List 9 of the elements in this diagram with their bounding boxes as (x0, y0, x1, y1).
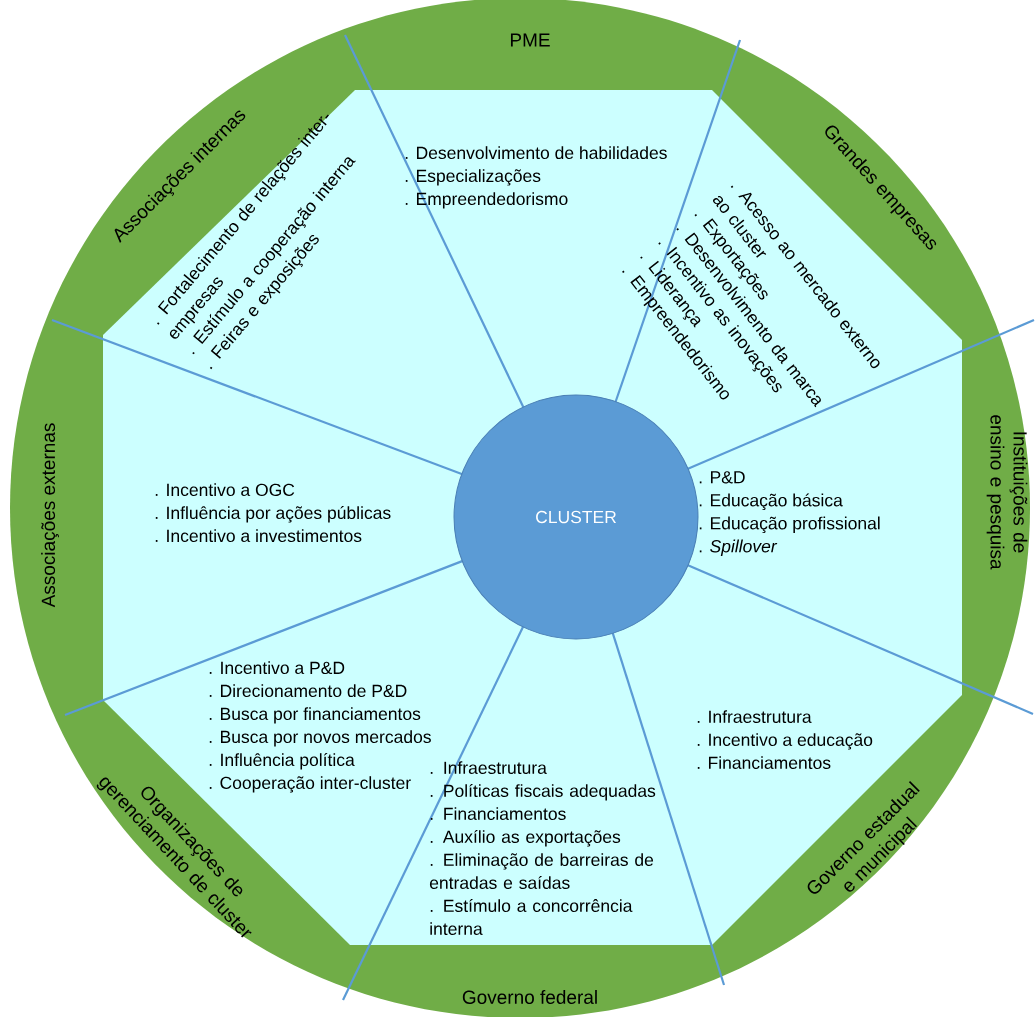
sector-text: . Desenvolvimento de habilidades . Especializações . Empreendedorismo (405, 146, 667, 209)
ring-label: Instituições de ensino e pesquisa (986, 415, 1028, 570)
sector-text: . Infraestrutura . Políticas fiscais adequadas . Financiamentos . Auxílio as exportações . Eliminação de barreiras de entradas e saídas . Estímulo a concorrência interna (429, 761, 656, 936)
ring-label: PME (510, 33, 550, 47)
sector-text: . Incentivo a OGC . Influência por ações públicas . Incentivo a investimentos (155, 483, 391, 543)
sector-text: . Infraestrutura . Incentivo a educação . Financiamentos (697, 710, 873, 770)
ring-label: Associações externas (41, 423, 59, 608)
ring-label: Governo federal (462, 990, 597, 1004)
sector-text: . P&D . Educação básica . Educação profissional . Spillover (699, 471, 880, 556)
